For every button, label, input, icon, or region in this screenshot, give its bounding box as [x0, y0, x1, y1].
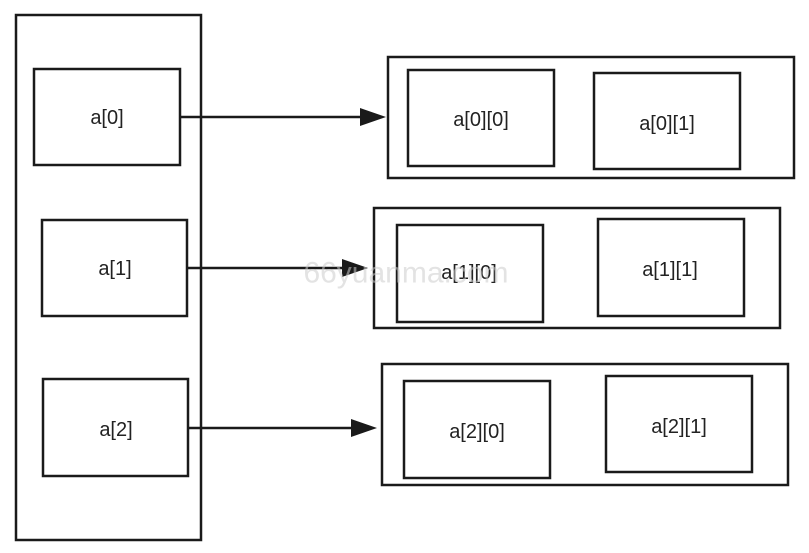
arrow-1-head [342, 259, 368, 277]
row-array-1-cell-0-label: a[1][0] [441, 262, 497, 284]
row-array-0-cell-1 [592, 71, 742, 171]
arrow-0-head [360, 108, 386, 126]
pointer-cell-2-label: a[2] [99, 419, 132, 441]
pointer-cell-0 [32, 67, 182, 167]
arrow-2-head [351, 419, 377, 437]
row-array-0-cell-1-label: a[0][1] [639, 113, 695, 135]
row-array-2-cell-1-label: a[2][1] [651, 416, 707, 438]
row-array-2-cell-0-label: a[2][0] [449, 421, 505, 443]
row-array-1-cell-0 [395, 223, 545, 324]
row-array-2-cell-0 [402, 379, 552, 480]
row-array-2-cell-1 [604, 374, 754, 474]
row-array-0-cell-0 [406, 68, 556, 168]
row-array-1-cell-1 [596, 217, 746, 318]
pointer-cell-1-label: a[1] [98, 258, 131, 280]
pointer-cell-0-label: a[0] [90, 107, 123, 129]
pointer-cell-1 [40, 218, 189, 318]
watermark: 66yuanma.com [303, 257, 508, 290]
row-array-0-cell-0-label: a[0][0] [453, 109, 509, 131]
row-array-1-cell-1-label: a[1][1] [642, 259, 698, 281]
